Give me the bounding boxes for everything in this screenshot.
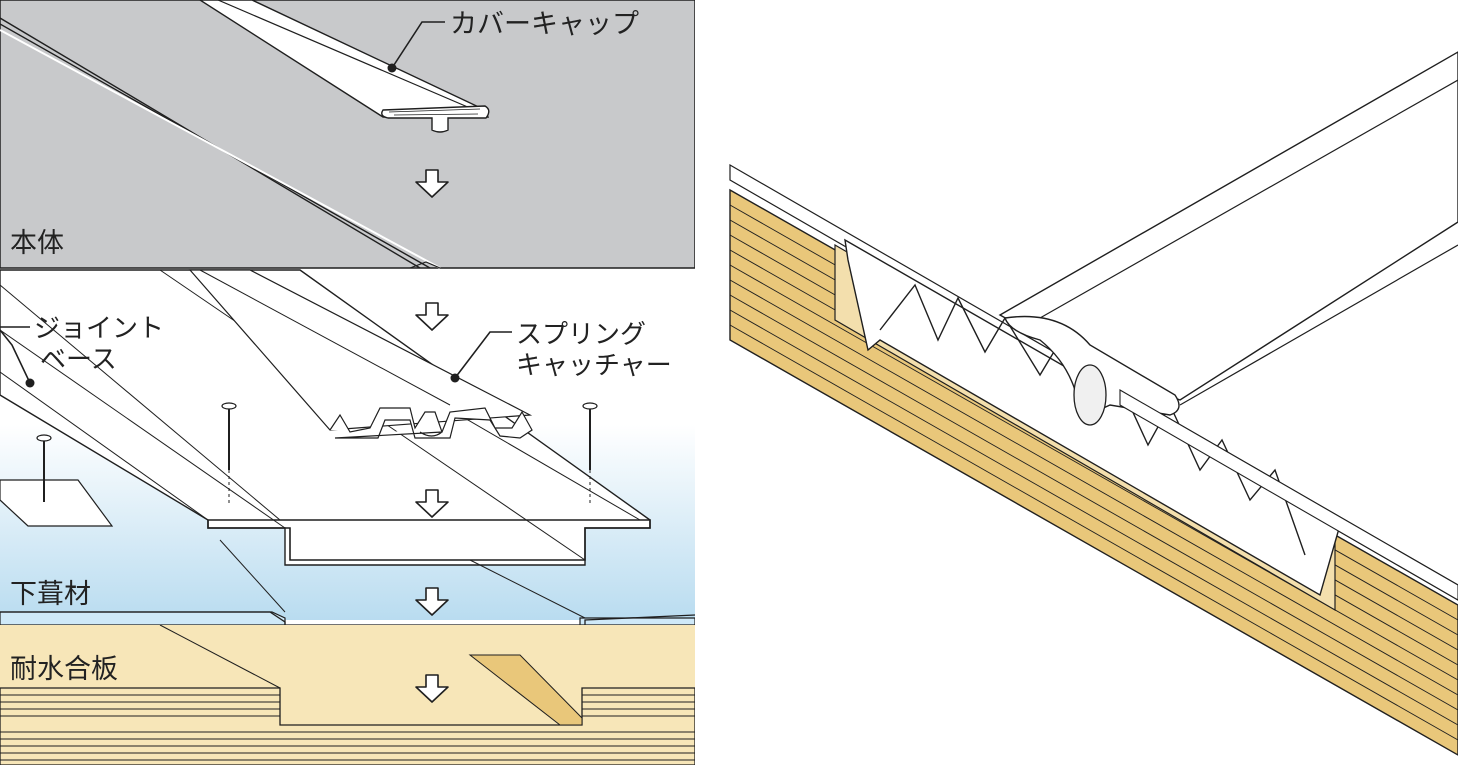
nail-icon (36, 434, 52, 502)
assembled-cutaway (729, 51, 1458, 756)
label-plywood: 耐水合板 (10, 654, 118, 685)
exploded-view: カバーキャップ 本体 ジョイント ベース スプリング キャッチャー 下葺材 耐水… (0, 0, 695, 765)
cover-cap-assembled (998, 51, 1458, 426)
cover-cap (198, 0, 490, 133)
down-arrow-icon (415, 674, 449, 703)
label-body: 本体 (10, 228, 64, 259)
spring-fins-left (879, 283, 1081, 386)
spring-catcher (188, 269, 533, 439)
base-fragment (0, 479, 114, 527)
label-joint-base-1: ジョイント (34, 314, 164, 344)
down-arrow-icon (415, 169, 449, 198)
label-joint-base-2: ベース (40, 345, 117, 375)
body-panel (0, 0, 695, 269)
label-spring-catcher-2: キャッチャー (516, 351, 672, 381)
leader-dot-icon (450, 373, 460, 383)
plywood-board (0, 624, 695, 765)
nail-icon (582, 402, 598, 505)
down-arrow-icon (415, 489, 449, 518)
label-spring-catcher-1: スプリング (516, 320, 646, 350)
body-panel-right (1119, 389, 1458, 601)
down-arrow-icon (415, 302, 449, 331)
leader-dot-icon (25, 378, 35, 388)
down-arrow-icon (415, 587, 449, 616)
label-underlay: 下葺材 (10, 579, 91, 610)
label-cover-cap: カバーキャップ (450, 9, 639, 40)
nail-icon (221, 402, 237, 505)
leader-dot-icon (387, 63, 397, 73)
